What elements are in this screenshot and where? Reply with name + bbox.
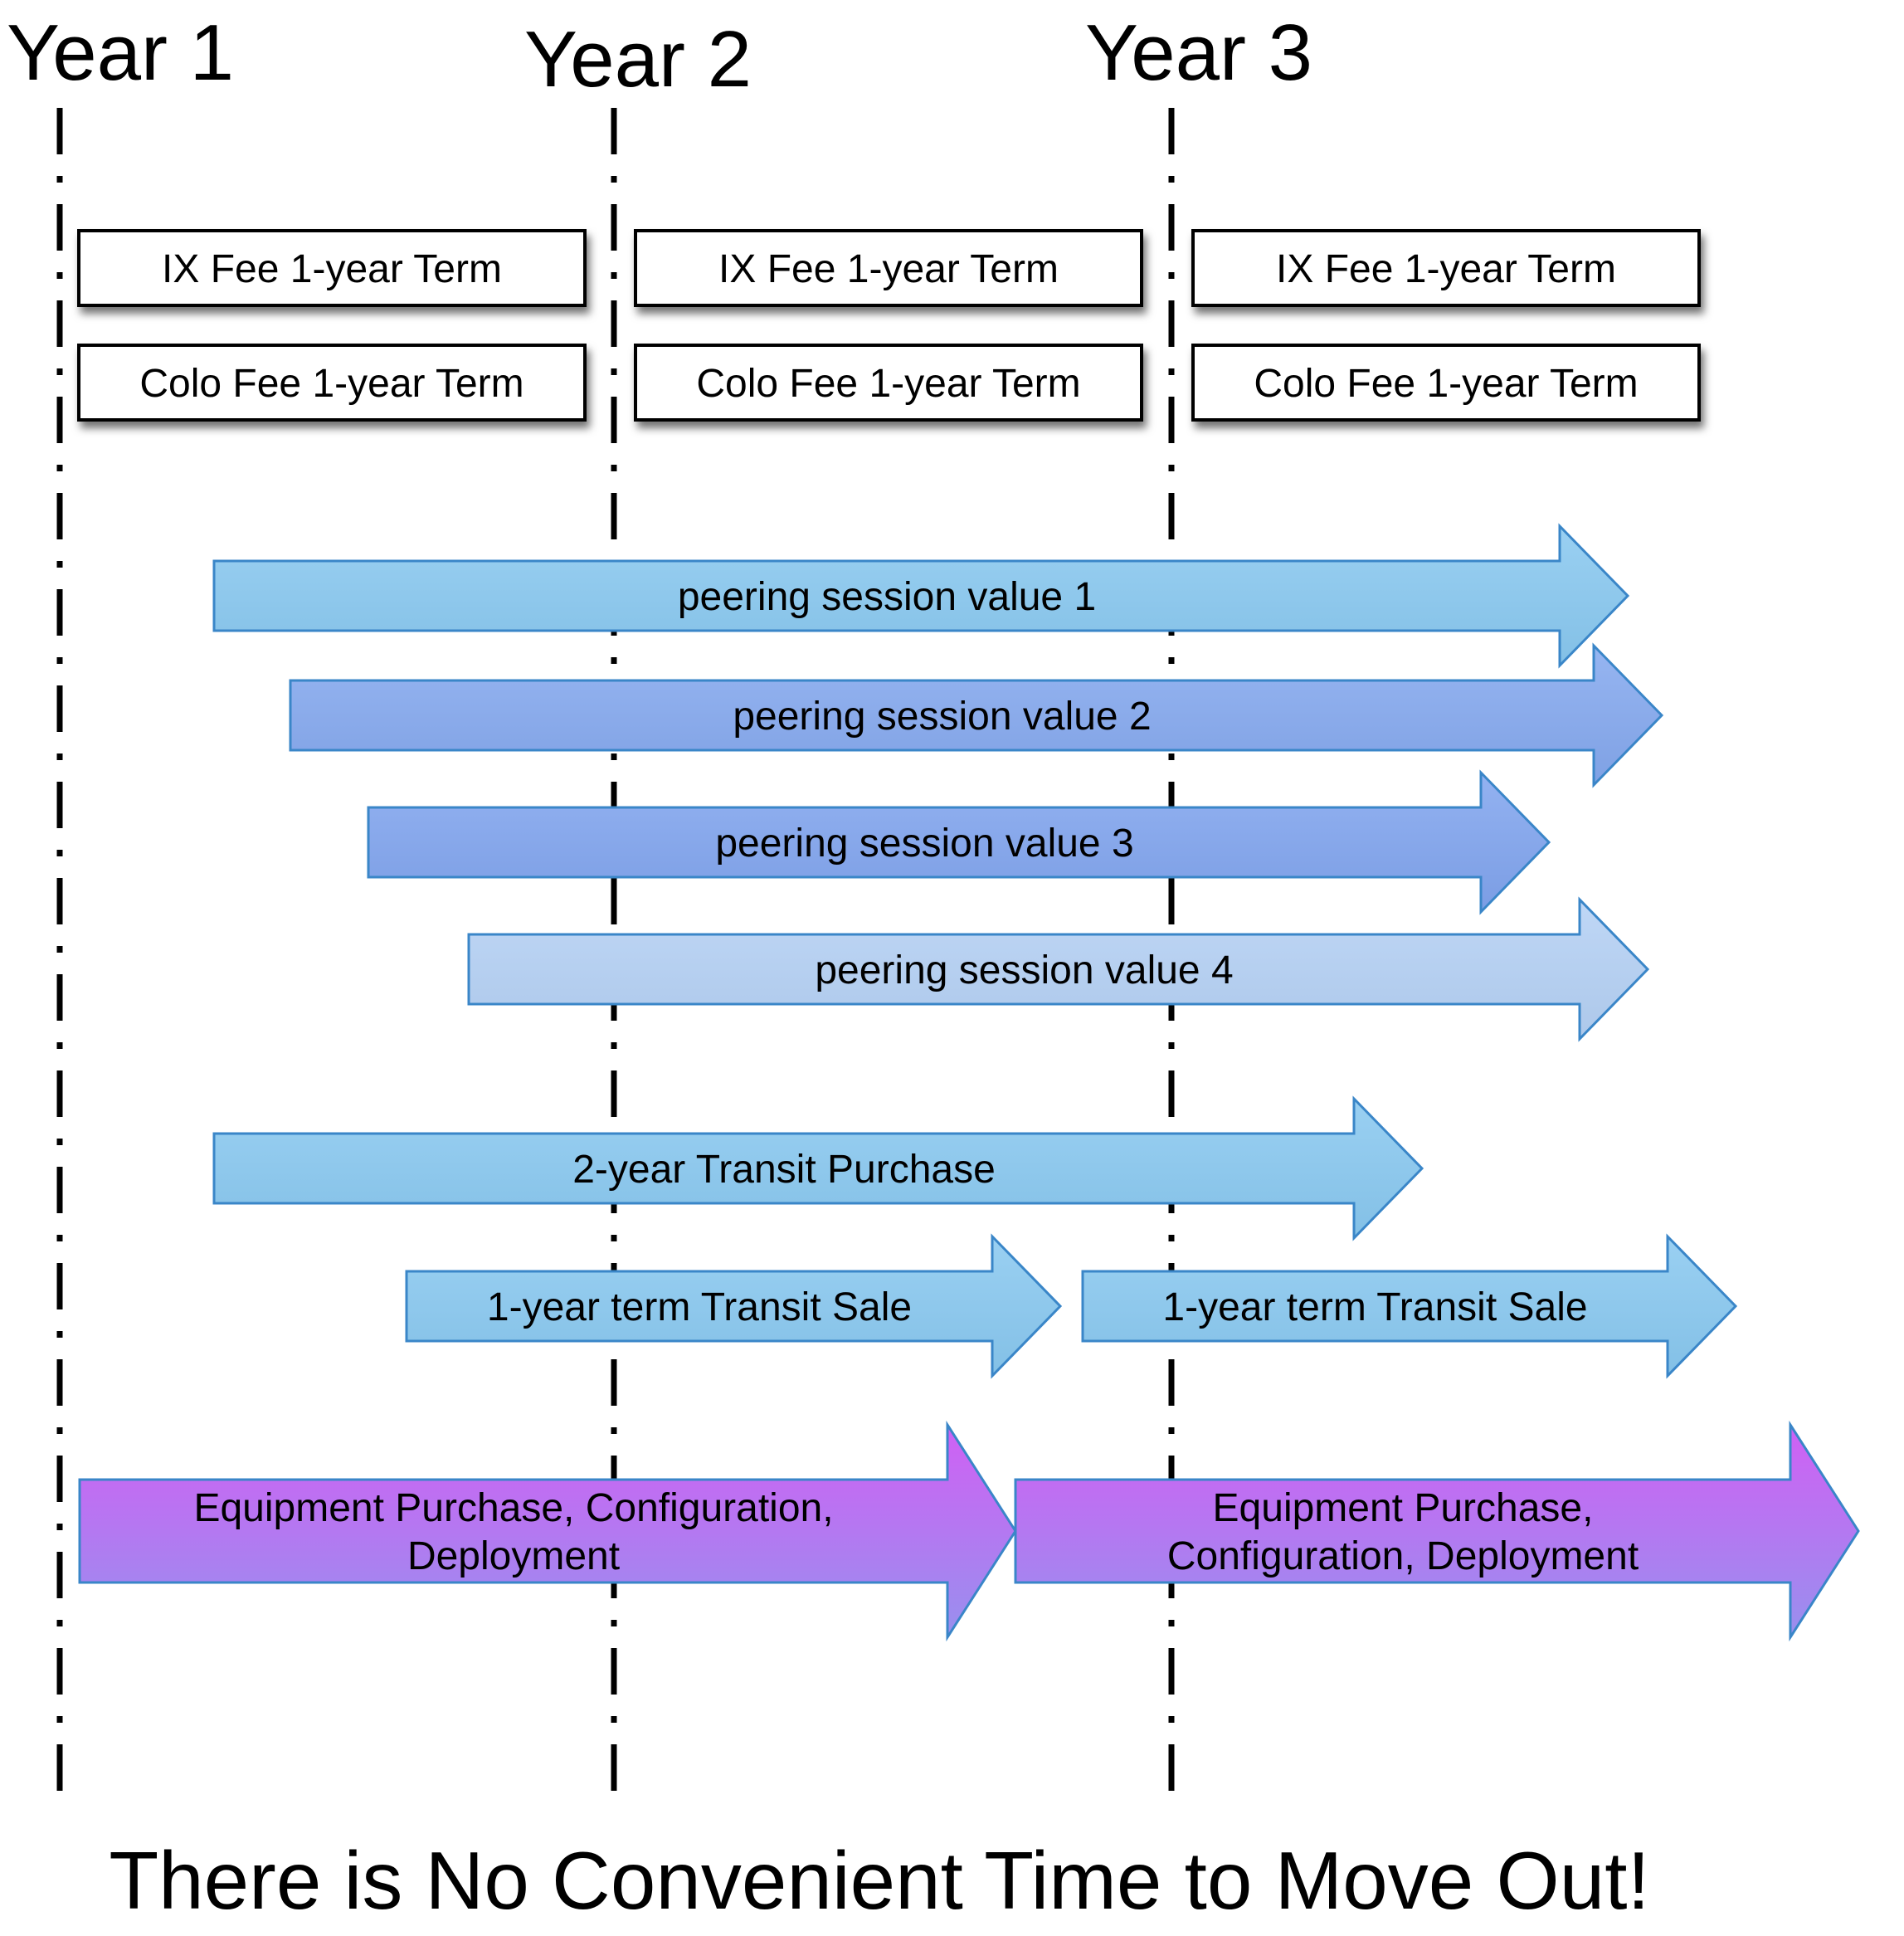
term-box-colo-fee-year-2: Colo Fee 1-year Term (634, 344, 1143, 422)
arrow-label: peering session value 1 (678, 575, 1096, 619)
peering-session-value-4-arrow: peering session value 4 (467, 896, 1650, 1042)
arrow-label: 1-year term Transit Sale (487, 1285, 912, 1329)
arrow-layer: peering session value 1 peering session v… (78, 523, 1860, 1642)
term-box-label: Colo Fee 1-year Term (696, 362, 1080, 406)
term-box-label: IX Fee 1-year Term (162, 247, 502, 291)
equipment-purchase-a-arrow: Equipment Purchase, Configuration,Deploy… (78, 1420, 1017, 1642)
year-label-3: Year 3 (1085, 8, 1312, 97)
equipment-purchase-b-arrow: Equipment Purchase,Configuration, Deploy… (1014, 1420, 1860, 1642)
transit-sale-1-year-a-arrow: 1-year term Transit Sale (405, 1233, 1063, 1379)
transit-sale-1-year-b-arrow: 1-year term Transit Sale (1081, 1233, 1738, 1379)
term-box-label: Colo Fee 1-year Term (139, 362, 523, 406)
term-box-ix-fee-year-1: IX Fee 1-year Term (77, 229, 587, 307)
arrow-label: 2-year Transit Purchase (572, 1148, 996, 1192)
arrow-label: peering session value 3 (715, 822, 1133, 866)
transit-purchase-2-year-arrow: 2-year Transit Purchase (212, 1095, 1424, 1241)
peering-session-value-3-arrow: peering session value 3 (367, 769, 1551, 915)
year-label-1: Year 1 (7, 8, 234, 97)
arrow-label: Deployment (407, 1534, 620, 1578)
term-box-ix-fee-year-3: IX Fee 1-year Term (1191, 229, 1701, 307)
footer-caption: There is No Convenient Time to Move Out! (109, 1835, 1649, 1926)
year-label-2: Year 2 (524, 15, 752, 104)
term-box-colo-fee-year-3: Colo Fee 1-year Term (1191, 344, 1701, 422)
term-box-label: IX Fee 1-year Term (1276, 247, 1616, 291)
term-box-colo-fee-year-1: Colo Fee 1-year Term (77, 344, 587, 422)
peering-session-value-1-arrow: peering session value 1 (212, 523, 1630, 669)
arrow-label: Equipment Purchase, Configuration, (193, 1486, 833, 1530)
arrow-label: peering session value 2 (733, 695, 1151, 739)
arrow-label: Configuration, Deployment (1167, 1534, 1639, 1578)
peering-session-value-2-arrow: peering session value 2 (289, 642, 1664, 788)
term-boxes: IX Fee 1-year Term IX Fee 1-year Term IX F… (77, 229, 1701, 422)
term-box-ix-fee-year-2: IX Fee 1-year Term (634, 229, 1143, 307)
arrow-label: Equipment Purchase, (1213, 1486, 1594, 1530)
arrow-label: peering session value 4 (815, 948, 1233, 992)
arrow-label: 1-year term Transit Sale (1162, 1285, 1587, 1329)
term-box-label: IX Fee 1-year Term (718, 247, 1059, 291)
term-box-label: Colo Fee 1-year Term (1254, 362, 1638, 406)
